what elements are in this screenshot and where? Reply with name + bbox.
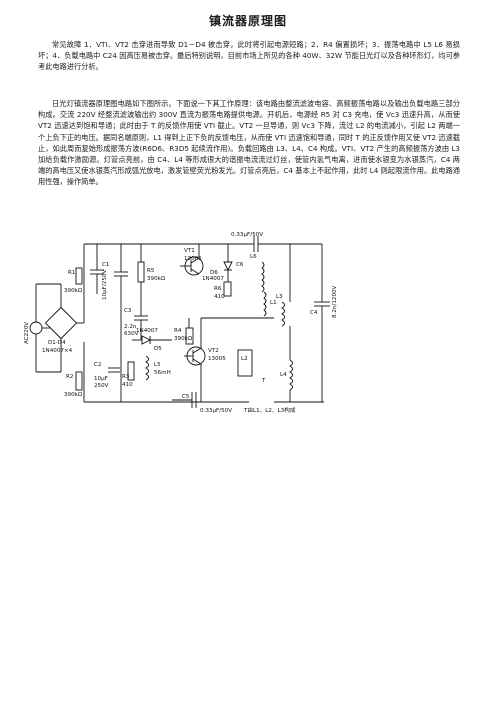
- label-c2b: 250V: [94, 383, 109, 389]
- ballast-circuit-schematic: AC220V R1 390kΩ C1 10μF/250V R5 390kΩ C3…: [24, 232, 338, 414]
- label-r2v: 390kΩ: [64, 392, 83, 398]
- label-c6: C6: [236, 262, 244, 268]
- label-c2a: 10μF: [94, 376, 108, 382]
- label-ac: AC220V: [24, 322, 30, 344]
- label-l2: L2: [241, 356, 248, 362]
- label-l4: L4: [280, 372, 287, 378]
- label-c1: C1: [102, 262, 110, 268]
- label-vt1v: 13005: [184, 256, 202, 262]
- label-c1v: 10μF/250V: [102, 270, 108, 300]
- label-c4: C4: [310, 310, 318, 316]
- label-d7: 1N4007: [136, 328, 158, 334]
- label-r2: R2: [66, 374, 73, 380]
- label-r5: R5: [147, 268, 155, 274]
- label-vt1: VT1: [184, 248, 195, 254]
- label-l1: L1: [270, 300, 277, 306]
- label-r3v: 410: [122, 382, 133, 388]
- label-vt2v: 13005: [208, 356, 226, 362]
- label-l3: L3: [276, 294, 283, 300]
- label-c2: C2: [94, 362, 101, 368]
- paragraph-principle: 日光灯镇流器原理图电路如下图所示。下面说一下其工作原理：该电路由整流滤波电容、高…: [38, 99, 460, 187]
- label-r3: R3: [122, 374, 130, 380]
- label-l5v: 56mH: [154, 370, 171, 376]
- label-l6: L6: [250, 254, 257, 260]
- label-r1: R1: [68, 270, 76, 276]
- label-r4: R4: [174, 328, 182, 334]
- label-note: T由L1、L2、L3构成: [243, 406, 296, 414]
- label-d6: D6: [210, 270, 218, 276]
- label-c5: C5: [182, 394, 190, 400]
- label-r1v: 390kΩ: [64, 288, 83, 294]
- label-c4v: 8.2n/1200V: [332, 285, 338, 318]
- label-r6: R6: [214, 286, 222, 292]
- label-c3: C3: [124, 308, 132, 314]
- label-r4v: 390kΩ: [174, 336, 193, 342]
- label-t: T: [261, 378, 266, 384]
- paragraph-faults: 常见故障 1．VTI、VT2 击穿进而导致 D1－D4 被击穿，此时将引起电源短…: [38, 40, 460, 72]
- label-d14v: 1N4007×4: [42, 348, 73, 354]
- label-ctop: 0.33μF/50V: [231, 232, 263, 238]
- label-d5: D5: [154, 346, 162, 352]
- label-c5v: 0.33μF/50V: [200, 408, 232, 414]
- label-r5v: 390kΩ: [147, 276, 166, 282]
- label-r6v: 410: [214, 294, 225, 300]
- label-vt2: VT2: [208, 348, 219, 354]
- label-c3a: 2.2n: [124, 324, 137, 330]
- label-d6v: 1N4007: [202, 276, 224, 282]
- label-d14: D1-D4: [48, 340, 66, 346]
- page-title: 镇流器原理图: [208, 14, 287, 28]
- label-l5: L5: [154, 362, 161, 368]
- label-c3b: 630V: [124, 331, 139, 337]
